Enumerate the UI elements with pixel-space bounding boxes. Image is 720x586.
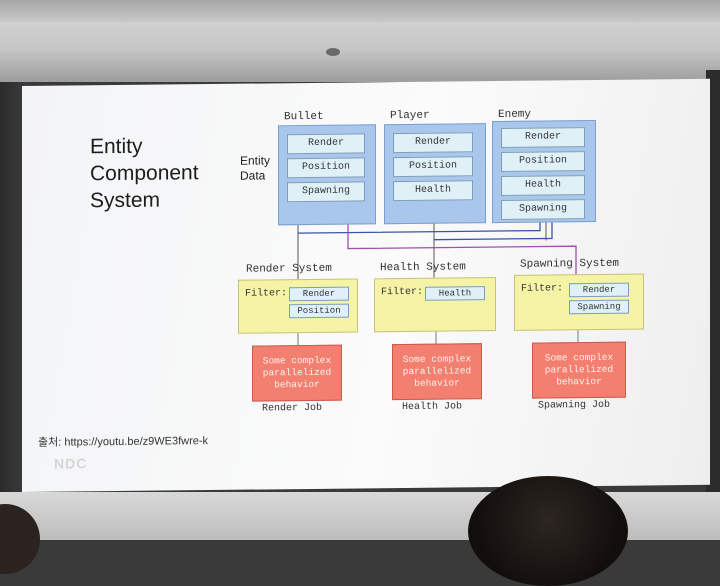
job-box-spawning: Some complex parallelized behavior [532,341,626,399]
job-name-spawning: Spawning Job [538,399,611,412]
entity-name-player: Player [390,109,430,123]
component-position: Position [287,157,365,179]
projected-slide: Entity Component System Entity Data Bull… [22,78,710,493]
ceiling-light [326,48,340,56]
system-name-render: Render System [246,262,332,276]
wire-blue-render [298,220,541,234]
component-health: Health [501,175,585,196]
ceiling [0,0,720,82]
job-box-render: Some complex parallelized behavior [252,344,342,402]
filter-health: Health [425,286,485,301]
filter-spawning: Spawning [569,299,629,315]
system-spawning: Filter: Render Spawning [514,273,644,331]
entity-player: Render Position Health [384,123,486,225]
filter-render: Render [569,282,629,298]
wire-purple-spawning [347,222,577,277]
wire-blue-health [434,220,553,241]
component-position: Position [393,156,473,178]
filter-label: Filter: [381,286,424,299]
job-name-render: Render Job [262,402,323,415]
component-position: Position [501,151,585,172]
component-spawning: Spawning [501,199,585,220]
job-box-health: Some complex parallelized behavior [392,343,482,401]
filter-position: Position [289,303,349,319]
entity-name-bullet: Bullet [284,110,324,124]
component-render: Render [393,132,473,154]
job-text-spawning: Some complex parallelized behavior [544,351,614,388]
job-name-health: Health Job [402,401,463,414]
job-text-render: Some complex parallelized behavior [262,354,332,391]
system-render: Filter: Render Position [238,278,358,334]
component-render: Render [287,133,365,155]
source-citation: 출처: https://youtu.be/z9WE3fwre-k [38,435,209,449]
audience-head [468,476,628,586]
left-wall [0,82,26,540]
system-name-spawning: Spawning System [520,257,620,271]
job-text-health: Some complex parallelized behavior [402,353,472,389]
system-name-health: Health System [380,261,466,275]
ceiling-beam [0,0,720,22]
entity-enemy: Render Position Health Spawning [492,119,596,224]
entity-name-enemy: Enemy [498,108,532,122]
entity-bullet: Render Position Spawning [278,124,376,226]
system-health: Filter: Health [374,277,496,333]
component-health: Health [393,180,473,202]
component-spawning: Spawning [287,181,365,203]
filter-label: Filter: [245,288,288,300]
ndc-logo: NDC [54,455,88,472]
filter-render: Render [289,286,349,302]
connector-wires [297,220,579,346]
filter-label: Filter: [521,283,564,295]
component-render: Render [501,127,585,148]
